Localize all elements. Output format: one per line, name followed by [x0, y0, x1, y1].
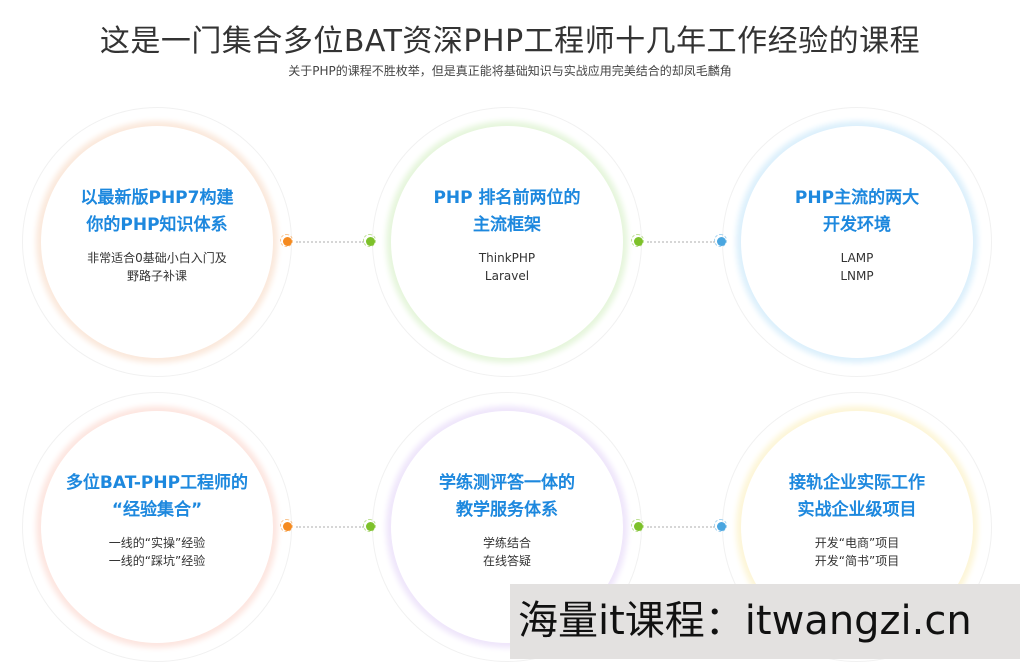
feature-circle-bat-experience: 多位BAT-PHP工程师的 “经验集合” 一线的“实操”经验 一线的“踩坑”经验 [22, 392, 292, 662]
watermark-banner: 海量it课程：itwangzi.cn [510, 584, 1020, 659]
connector-dot-icon [714, 234, 727, 247]
feature-heading-line: “经验集合” [111, 500, 203, 520]
feature-desc-line: 开发“电商”项目 [814, 536, 900, 550]
feature-heading-line: 学练测评答一体的 [439, 473, 575, 493]
connector-line [647, 241, 715, 243]
connector-line [647, 526, 715, 528]
feature-heading: 接轨企业实际工作 实战企业级项目 [789, 470, 925, 524]
connector-dot-icon [714, 519, 727, 532]
connector-dot-icon [280, 519, 293, 532]
connector-dot-icon [363, 234, 376, 247]
feature-desc-line: 开发“简书”项目 [814, 554, 900, 568]
feature-desc: ThinkPHP Laravel [479, 249, 535, 285]
feature-desc-line: LNMP [840, 269, 874, 283]
feature-desc-line: 一线的“实操”经验 [108, 536, 206, 550]
feature-desc-line: 学练结合 [482, 536, 531, 550]
feature-circle-frameworks: PHP 排名前两位的 主流框架 ThinkPHP Laravel [372, 107, 642, 377]
connector-line [296, 526, 364, 528]
page-subtitle: 关于PHP的课程不胜枚举，但是真正能将基础知识与实战应用完美结合的却凤毛麟角 [288, 64, 732, 78]
feature-heading-line: 你的PHP知识体系 [86, 215, 228, 235]
feature-desc: 学练结合 在线答疑 [483, 534, 531, 570]
feature-heading-line: PHP 排名前两位的 [433, 188, 581, 208]
feature-heading-line: PHP主流的两大 [794, 188, 920, 208]
connector-dot-icon [280, 234, 293, 247]
feature-desc-line: ThinkPHP [478, 251, 536, 265]
connector-line [296, 241, 364, 243]
feature-heading-line: 多位BAT-PHP工程师的 [65, 473, 249, 493]
feature-desc-line: LAMP [840, 251, 874, 265]
connector-dot-icon [363, 519, 376, 532]
feature-heading-line: 教学服务体系 [456, 500, 558, 520]
feature-desc-line: 在线答疑 [482, 554, 531, 568]
connector-dot-icon [631, 519, 644, 532]
feature-circle-php7: 以最新版PHP7构建 你的PHP知识体系 非常适合0基础小白入门及 野路子补课 [22, 107, 292, 377]
feature-heading: 学练测评答一体的 教学服务体系 [439, 470, 575, 524]
feature-heading-line: 接轨企业实际工作 [789, 473, 925, 493]
feature-desc: 一线的“实操”经验 一线的“踩坑”经验 [109, 534, 205, 570]
feature-heading: 多位BAT-PHP工程师的 “经验集合” [66, 470, 248, 524]
feature-circle-environments: PHP主流的两大 开发环境 LAMP LNMP [722, 107, 992, 377]
feature-desc-line: 非常适合0基础小白入门及 [87, 251, 227, 265]
feature-desc: LAMP LNMP [840, 249, 873, 285]
connector-dot-icon [631, 234, 644, 247]
feature-ring [741, 126, 973, 358]
feature-desc: 非常适合0基础小白入门及 野路子补课 [87, 249, 227, 285]
page-title: 这是一门集合多位BAT资深PHP工程师十几年工作经验的课程 [99, 24, 921, 59]
feature-ring [391, 126, 623, 358]
feature-desc-line: 一线的“踩坑”经验 [108, 554, 206, 568]
feature-heading-line: 实战企业级项目 [797, 500, 917, 520]
feature-heading: PHP 排名前两位的 主流框架 [433, 185, 580, 239]
feature-heading-line: 以最新版PHP7构建 [80, 188, 234, 208]
feature-desc-line: 野路子补课 [126, 269, 187, 283]
feature-heading: 以最新版PHP7构建 你的PHP知识体系 [81, 185, 234, 239]
feature-ring [41, 411, 273, 643]
feature-heading-line: 主流框架 [472, 215, 541, 235]
feature-desc: 开发“电商”项目 开发“简书”项目 [815, 534, 899, 570]
feature-heading: PHP主流的两大 开发环境 [795, 185, 919, 239]
feature-ring [41, 126, 273, 358]
feature-desc-line: Laravel [484, 269, 530, 283]
feature-heading-line: 开发环境 [823, 215, 891, 235]
